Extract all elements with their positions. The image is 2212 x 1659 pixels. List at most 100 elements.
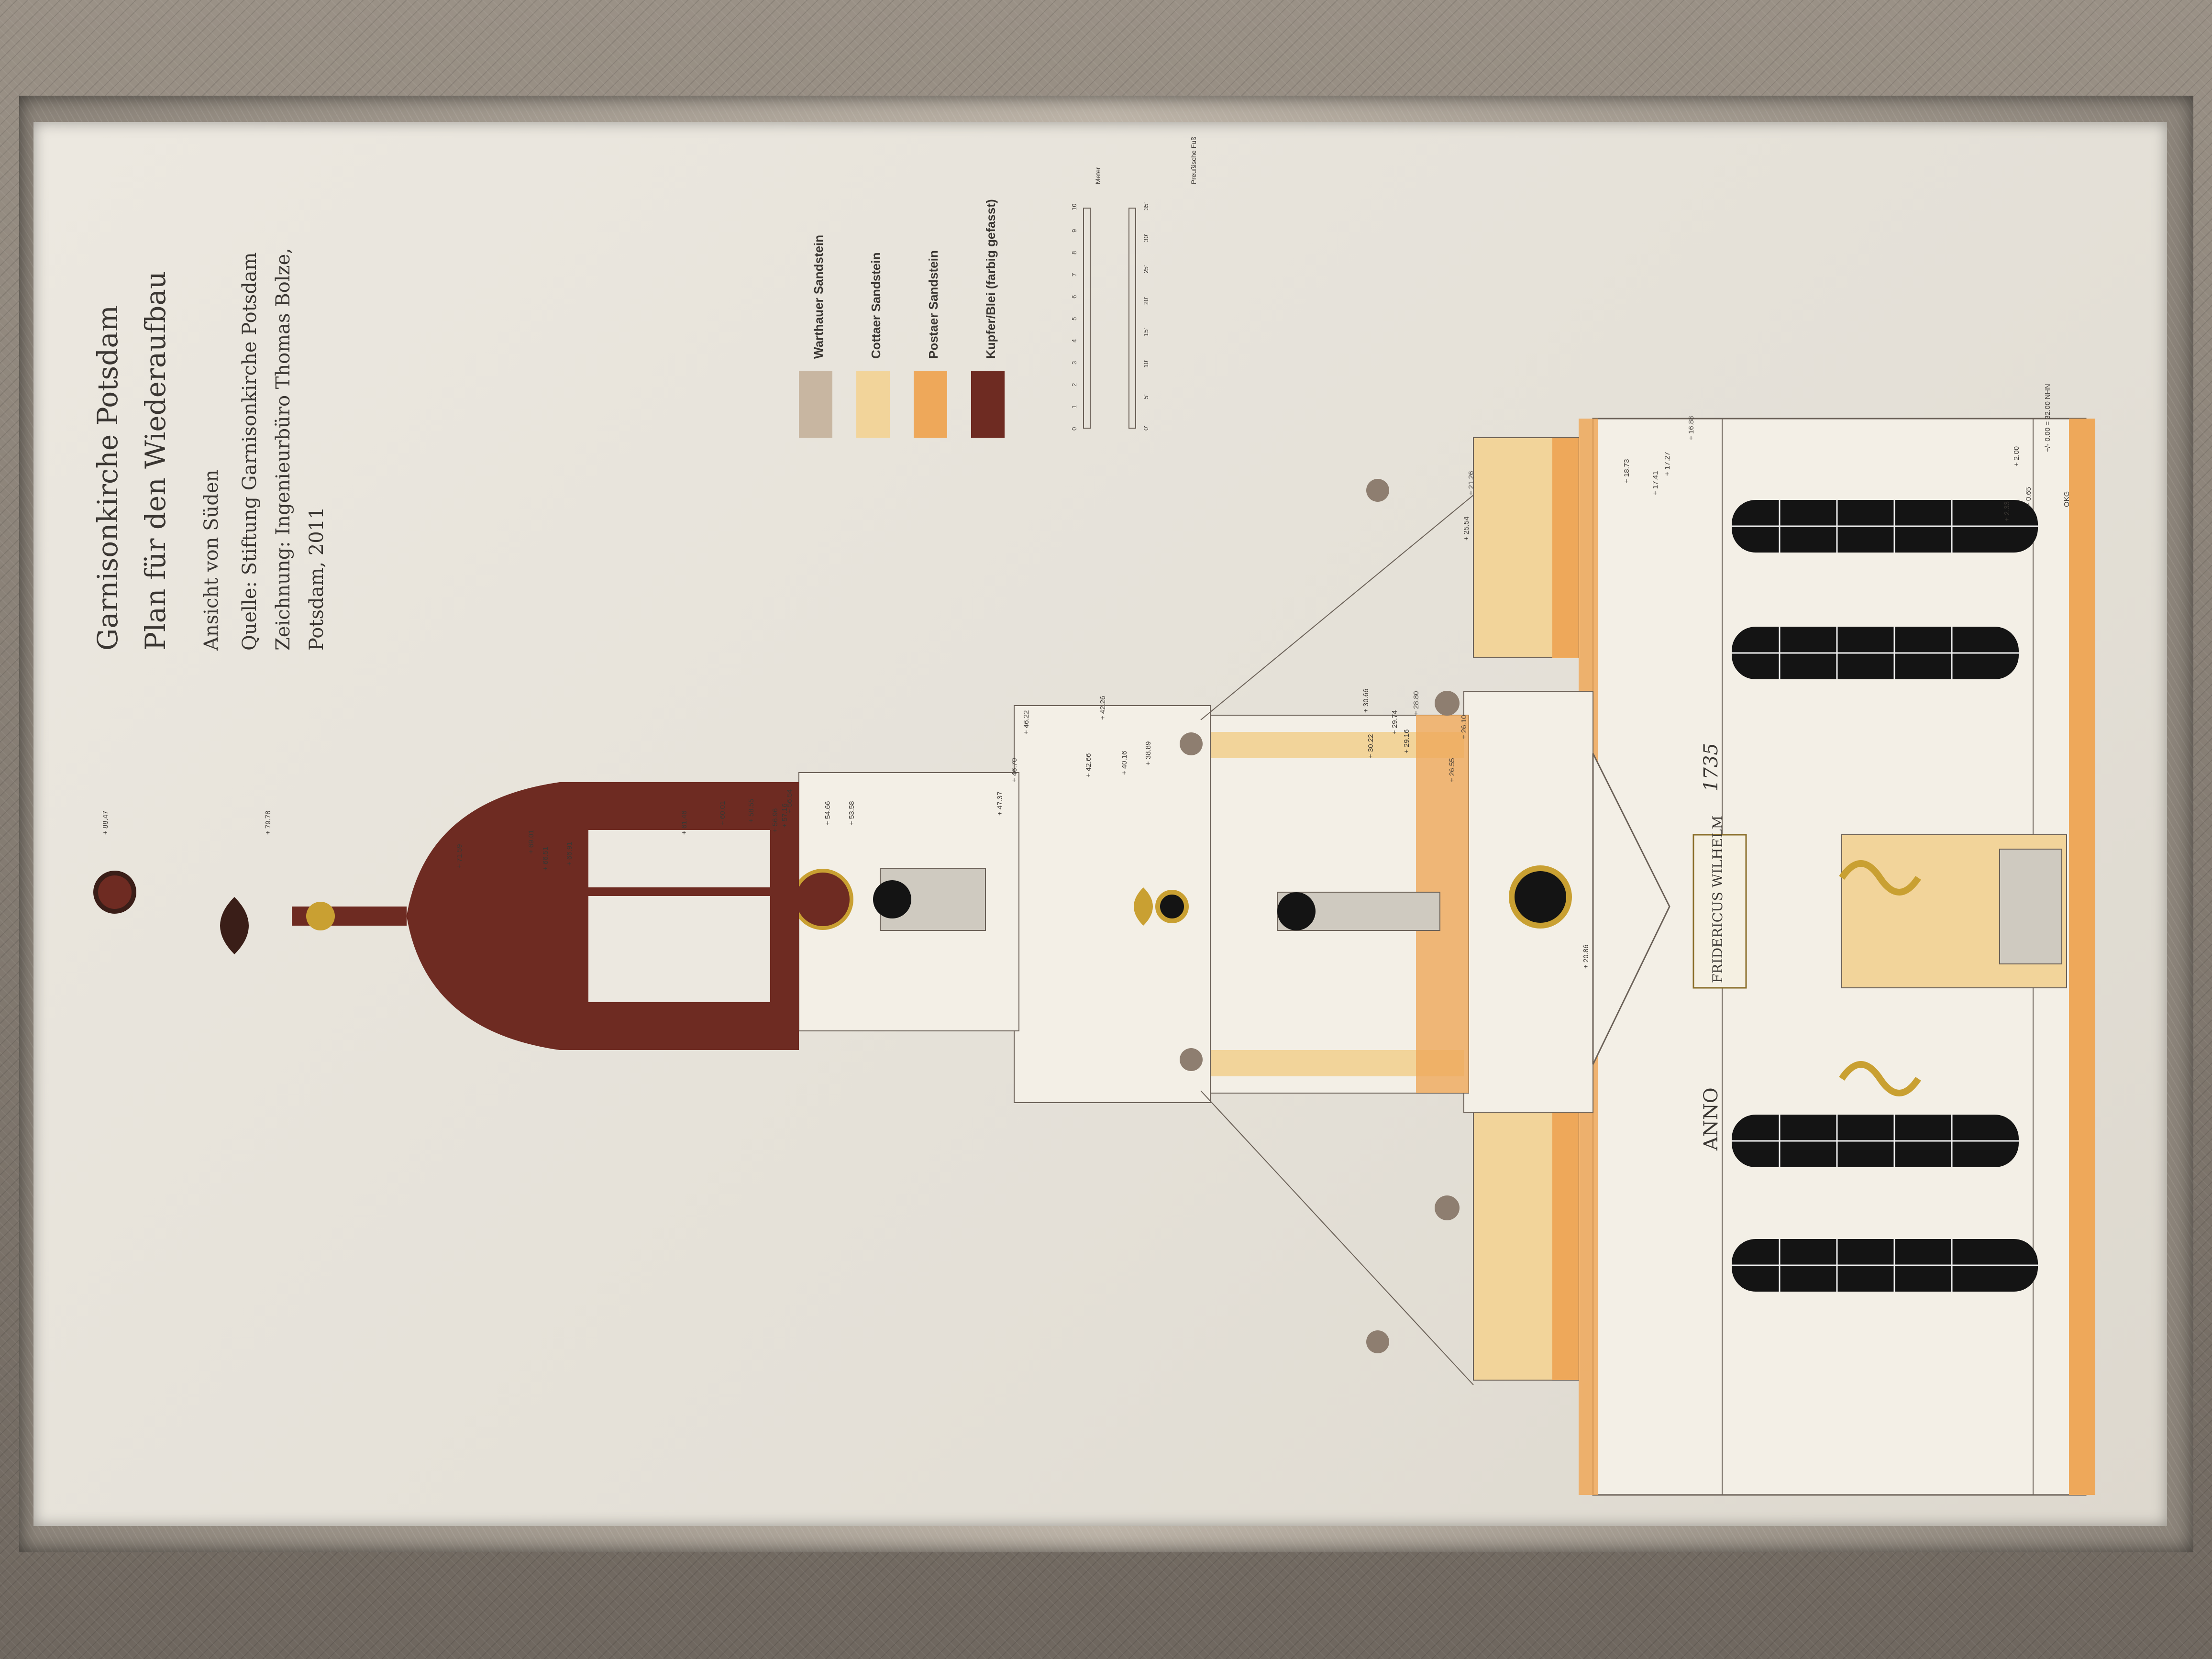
elevation-label: + 17.27 xyxy=(1663,452,1671,476)
elevation-label: + 53.58 xyxy=(848,801,856,825)
elevation-label: + 29.16 xyxy=(1403,730,1411,753)
scale-foot-tick: 5' xyxy=(1142,395,1150,399)
elevation-label: + 18.73 xyxy=(1623,459,1631,483)
elevation-label: + 16.88 xyxy=(1687,416,1695,440)
elevation-drawing: Garnisonkirche Potsdam Plan für den Wied… xyxy=(91,136,2095,1496)
subtitle: Ansicht von Süden xyxy=(200,470,222,651)
elevation-label: + 42.66 xyxy=(1084,753,1093,777)
scale-meter-label: Meter xyxy=(1094,167,1102,184)
legend-label-kupfer: Kupfer/Blei (farbig gefasst) xyxy=(984,199,998,359)
scale-foot-tick: 35' xyxy=(1142,202,1150,210)
copper-clock xyxy=(792,869,853,930)
statue-5 xyxy=(1366,1330,1389,1353)
elevation-label: + 61.46 xyxy=(680,811,688,835)
elevation-label: + 46.22 xyxy=(1022,710,1030,734)
legend-swatch-kupfer xyxy=(971,371,1005,438)
scale-meter-tick: 3 xyxy=(1071,361,1078,365)
elevation-label: + 20.86 xyxy=(1582,945,1590,969)
spire-crown xyxy=(306,902,335,930)
elevation-label: + 69.01 xyxy=(527,830,535,854)
elevation-label: + 79.78 xyxy=(264,811,272,835)
source-line: Quelle: Stiftung Garnisonkirche Potsdam xyxy=(239,252,261,651)
scale-meter-tick: 6 xyxy=(1071,295,1078,299)
sun-weathervane-icon xyxy=(93,871,136,914)
scale-foot-tick: 0' xyxy=(1142,426,1150,431)
elevation-label: + 2.33 xyxy=(2003,501,2011,521)
statue-4 xyxy=(1180,732,1203,755)
elevation-label: + 40.16 xyxy=(1120,751,1128,775)
lantern-opening xyxy=(588,830,770,1002)
elevation-label: +/- 0.00 = 32.00 NHN xyxy=(2044,384,2052,452)
title-block: Garnisonkirche Potsdam Plan für den Wied… xyxy=(91,248,328,651)
scale-foot-tick: 25' xyxy=(1142,265,1150,273)
credit-line2: Potsdam, 2011 xyxy=(306,507,328,651)
elevation-label: + 42.26 xyxy=(1099,696,1107,720)
elevation-label: + 54.66 xyxy=(824,801,832,825)
oculus-lower xyxy=(1509,865,1572,929)
scale-meter-tick: 1 xyxy=(1071,405,1078,409)
elevation-label: + 71.59 xyxy=(455,844,464,868)
elevation-label: + 30.22 xyxy=(1367,734,1375,758)
scale-foot-tick: 30' xyxy=(1142,234,1150,242)
elevation-label: + 26.10 xyxy=(1460,715,1468,739)
scale-foot-label: Preußische Fuß xyxy=(1190,136,1197,184)
elevation-label: + 30.66 xyxy=(1362,689,1370,713)
pediment xyxy=(1592,753,1670,1065)
dedication-plaque xyxy=(1692,834,1747,989)
legend-label-cottaer: Cottaer Sandstein xyxy=(869,253,883,359)
elevation-label: + 56.54 xyxy=(785,789,794,813)
scale-meter-tick: 2 xyxy=(1071,383,1078,387)
elevation-label: + 88.47 xyxy=(101,811,110,835)
statue-3 xyxy=(1180,1048,1203,1071)
copper-dome xyxy=(407,782,560,1050)
elevation-label: + 28.80 xyxy=(1412,691,1420,715)
title-line2: Plan für den Wiederaufbau xyxy=(139,271,172,651)
statue-2 xyxy=(1435,691,1460,716)
plaque-text: FRIDERICUS WILHELM xyxy=(1710,816,1725,983)
elevation-label: + 57.16 xyxy=(781,804,789,828)
gold-ornament-2 xyxy=(1839,1061,1921,1096)
title-line1: Garnisonkirche Potsdam xyxy=(91,305,124,651)
scale-meter-tick: 8 xyxy=(1071,251,1078,254)
inscription-anno: ANNO xyxy=(1700,1087,1722,1151)
gold-ornament-1 xyxy=(1839,860,1921,896)
elevation-labels: + 88.47+ 79.78+ 71.59+ 69.01+ 66.51+ 66.… xyxy=(101,384,2071,969)
scale-bar-meter xyxy=(1083,208,1091,429)
elevation-label: + 21.26 xyxy=(1467,471,1475,495)
credit-line1: Zeichnung: Ingenieurbüro Thomas Bolze, xyxy=(272,248,294,651)
material-legend: Warthauer Sandstein Cottaer Sandstein Po… xyxy=(799,199,1005,438)
tower-window-round-2 xyxy=(873,880,911,918)
garrison-church-elevation: FRIDERICUS WILHELM ANNO 1735 xyxy=(93,418,2095,1496)
elevation-label: + 29.74 xyxy=(1391,710,1399,734)
tower-window-round-1 xyxy=(1277,892,1316,930)
legend-swatch-postaer xyxy=(914,371,947,438)
scale-bar-foot xyxy=(1128,208,1136,429)
legend-label-postaer: Postaer Sandstein xyxy=(926,250,940,359)
eagle-weathervane-icon xyxy=(220,897,249,954)
tower-gold-crest xyxy=(1134,887,1153,926)
scale-meter-tick: 5 xyxy=(1071,317,1078,321)
scale-foot-tick: 20' xyxy=(1142,297,1150,305)
elevation-label: + 17.41 xyxy=(1651,471,1659,495)
scale-foot-tick: 15' xyxy=(1142,328,1150,336)
elevation-label: OKG xyxy=(2063,491,2071,507)
scale-meter-tick: 4 xyxy=(1071,339,1078,343)
scale-meter-tick: 10 xyxy=(1071,204,1078,210)
elevation-label: + 56.96 xyxy=(771,808,779,832)
elevation-label: + 26.55 xyxy=(1448,758,1456,782)
elevation-label: + 46.70 xyxy=(1010,758,1018,782)
elevation-label: + 60.01 xyxy=(719,801,727,825)
scale-meter-tick: 9 xyxy=(1071,229,1078,232)
elevation-label: + 38.89 xyxy=(1144,741,1152,765)
scale-foot-tick: 10' xyxy=(1142,360,1150,368)
scale-bar: 0 1 2 3 4 5 6 7 8 9 10 0' 5' 10' 15' 20' 25' 30' 35' Meter… xyxy=(1071,136,1197,431)
scale-meter-tick: 0 xyxy=(1071,427,1078,431)
elevation-label: + 66.91 xyxy=(565,842,574,866)
statue-6 xyxy=(1366,479,1389,502)
legend-swatch-cottaer xyxy=(856,371,890,438)
elevation-label: + 58.55 xyxy=(747,799,755,823)
statue-1 xyxy=(1435,1195,1460,1220)
plinth-postaer xyxy=(2069,419,2095,1495)
inscription-year: 1735 xyxy=(1700,743,1722,792)
scale-meter-tick: 7 xyxy=(1071,273,1078,276)
